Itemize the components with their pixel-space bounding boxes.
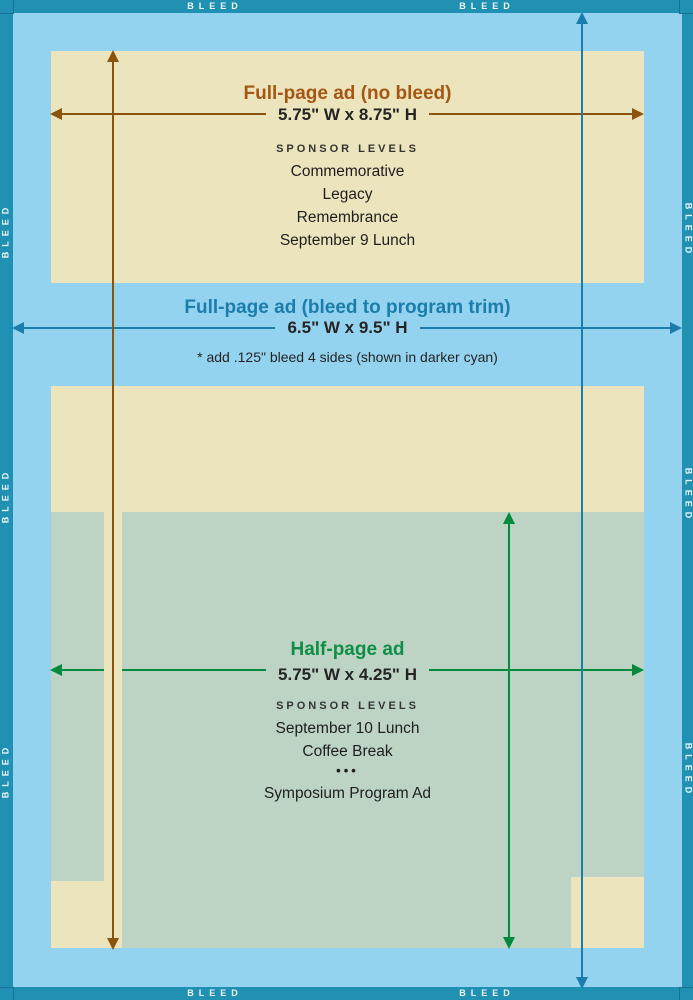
half-page-dimensions: 5.75" W x 4.25" H <box>51 664 644 686</box>
bleed-label-top-right: BLEED <box>459 1 515 11</box>
full-page-no-bleed-dimensions: 5.75" W x 8.75" H <box>51 104 644 126</box>
full-page-bleed-dimensions: 6.5" W x 9.5" H <box>13 317 682 339</box>
sponsor-level-item: Commemorative <box>290 163 405 180</box>
bleed-label-right-1: BLEED <box>683 202 693 259</box>
bleed-corner-mark <box>679 0 693 14</box>
full-page-no-bleed-title: Full-page ad (no bleed) <box>243 83 452 104</box>
half-page-title: Half-page ad <box>290 639 405 660</box>
full-page-ad-area <box>51 51 644 283</box>
half-page-height-arrow <box>503 512 515 949</box>
sponsor-level-item: Remembrance <box>296 209 399 226</box>
dimension-text: 5.75" W x 8.75" H <box>266 104 429 126</box>
bleed-label-left-1: BLEED <box>0 202 11 259</box>
sponsor-level-item: September 9 Lunch <box>279 232 416 249</box>
dimension-text: 5.75" W x 4.25" H <box>266 664 429 686</box>
bleed-label-left-3: BLEED <box>0 742 11 799</box>
sponsor-level-item: Legacy <box>322 186 373 203</box>
full-page-bleed-title: Full-page ad (bleed to program trim) <box>184 297 511 318</box>
sponsor-level-item: September 10 Lunch <box>275 720 420 737</box>
trim-height-arrow <box>576 12 588 989</box>
bleed-corner-mark <box>0 987 14 1000</box>
sponsor-level-item: Symposium Program Ad <box>263 785 432 802</box>
bleed-label-right-3: BLEED <box>683 742 693 799</box>
bleed-label-top-left: BLEED <box>187 1 243 11</box>
cream-notch-bottom-right <box>571 877 644 948</box>
bleed-label-bottom-left: BLEED <box>187 988 243 998</box>
dimension-text: 6.5" W x 9.5" H <box>275 317 420 339</box>
bleed-label-bottom-right: BLEED <box>459 988 515 998</box>
bleed-label-left-2: BLEED <box>0 467 11 524</box>
bleed-corner-mark <box>0 0 14 14</box>
sponsor-levels-heading: SPONSOR LEVELS <box>276 700 419 712</box>
ellipsis-separator: ••• <box>336 763 359 778</box>
sponsor-level-item: Coffee Break <box>302 743 393 760</box>
half-page-ad-area-left-strip <box>51 512 104 881</box>
sponsor-levels-heading: SPONSOR LEVELS <box>276 143 419 155</box>
full-page-height-arrow <box>107 50 119 950</box>
bleed-corner-mark <box>679 987 693 1000</box>
half-page-ad-area <box>122 512 644 948</box>
bleed-note: * add .125" bleed 4 sides (shown in dark… <box>197 349 498 365</box>
bleed-label-right-2: BLEED <box>683 467 693 524</box>
